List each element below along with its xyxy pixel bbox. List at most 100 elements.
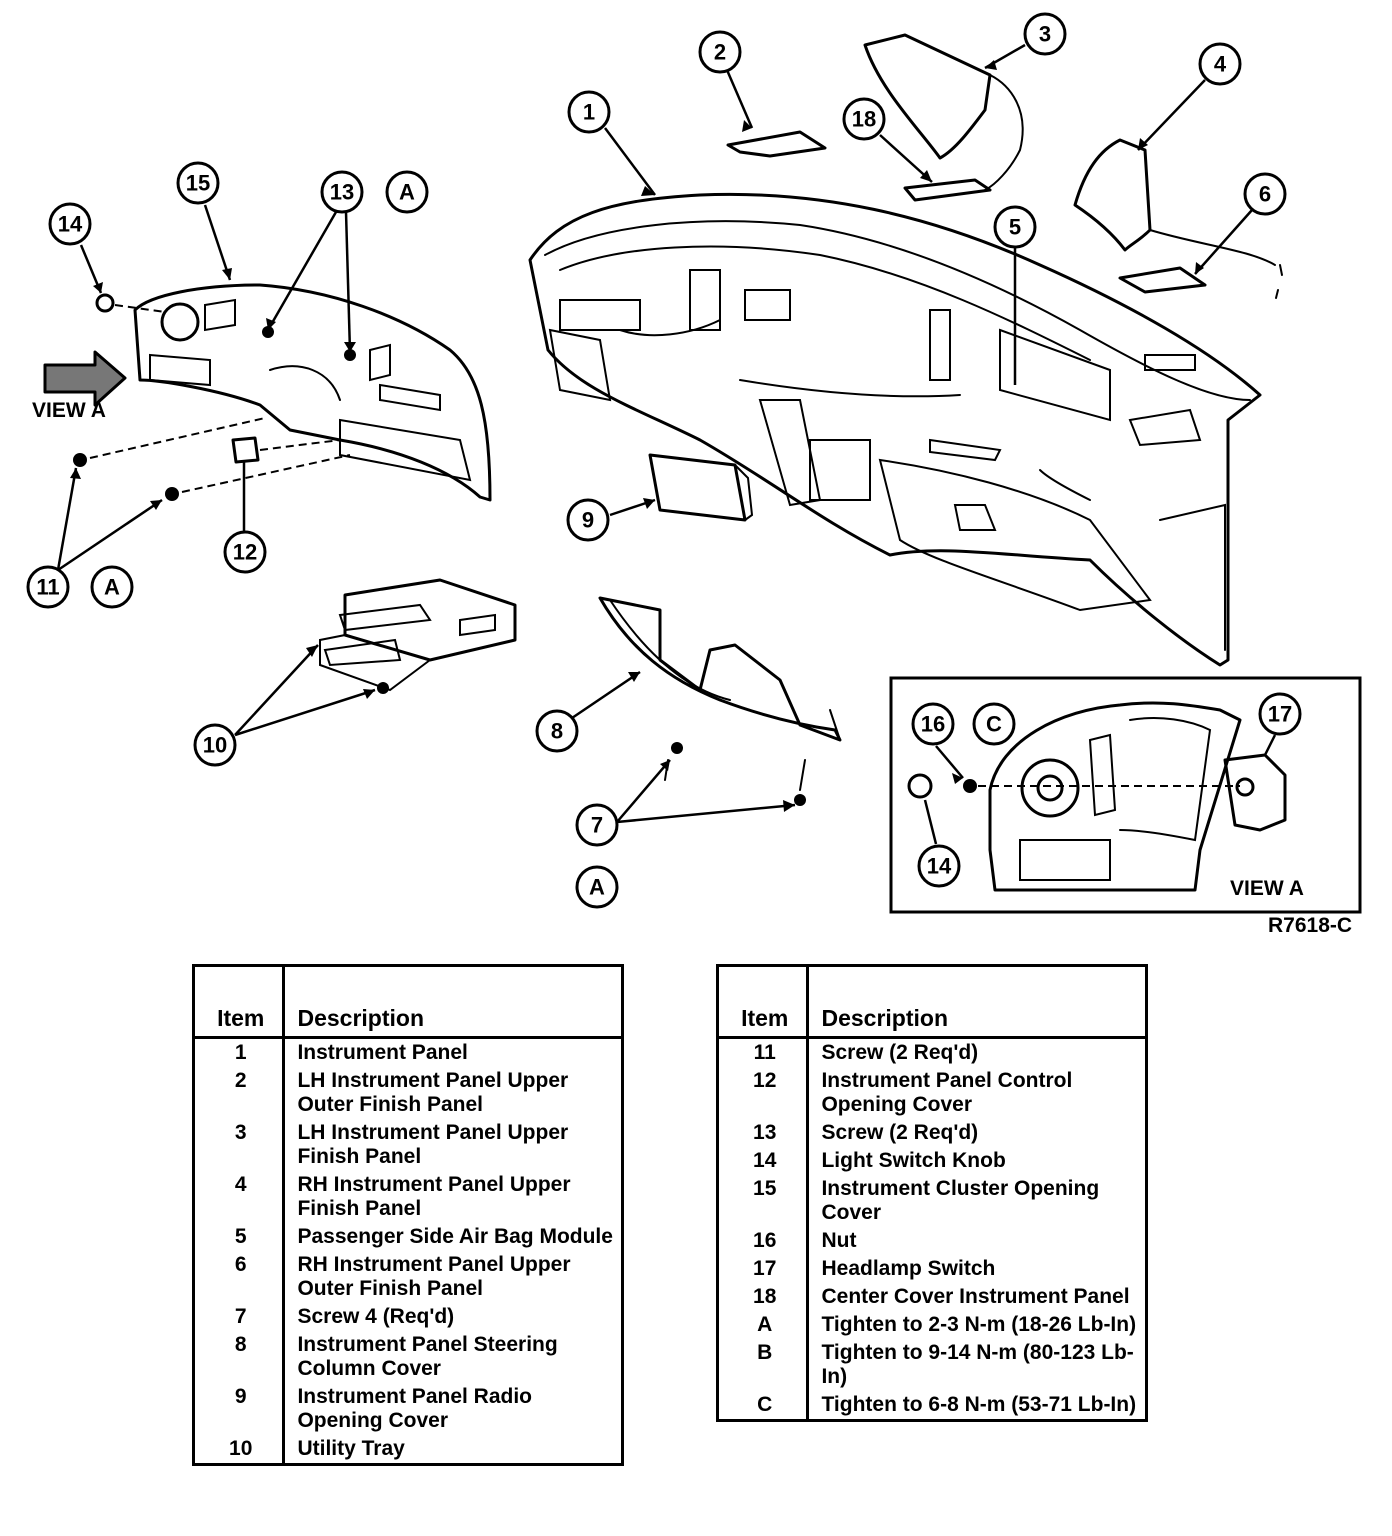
svg-text:A: A [399, 180, 415, 205]
legend-item-number: 1 [193, 1037, 286, 1067]
callout-8: 8 [535, 709, 579, 753]
legend-item-description: Instrument Panel [297, 1041, 468, 1064]
legend-item-number: 7 [193, 1303, 286, 1331]
control-opening-cover-drawing [231, 436, 260, 464]
svg-text:10: 10 [203, 733, 227, 758]
callout-1: 1 [567, 90, 611, 134]
svg-text:13: 13 [330, 180, 354, 205]
legend-item-description: Instrument Panel Steering Column Cover [297, 1333, 558, 1380]
view-a-inset-label: VIEW A [1230, 877, 1304, 900]
callout-10: 10 [193, 723, 237, 767]
legend-item-description: Passenger Side Air Bag Module [297, 1225, 613, 1248]
legend-item-description: RH Instrument Panel Upper Finish Panel [297, 1173, 571, 1220]
svg-text:11: 11 [36, 575, 59, 600]
legend-item-description: RH Instrument Panel Upper Outer Finish P… [297, 1253, 571, 1300]
leader-lines [56, 43, 1277, 845]
svg-text:C: C [986, 712, 1002, 737]
instrument-panel-drawing [528, 192, 1262, 667]
callout-6: 6 [1243, 172, 1287, 216]
description-column-header: Description [283, 965, 623, 1039]
legend-item-number: 3 [193, 1119, 286, 1171]
legend-item-number: A [717, 1311, 810, 1339]
legend-item-description: Headlamp Switch [821, 1257, 996, 1280]
callout-7: 7 [575, 803, 619, 847]
legend-item-description: Tighten to 2-3 N-m (18-26 Lb-In) [821, 1313, 1137, 1336]
legend-item-description: Screw (2 Req'd) [821, 1121, 979, 1144]
lh-upper-finish-panel-drawing [863, 33, 992, 160]
svg-text:2: 2 [714, 40, 726, 65]
callout-4: 4 [1198, 42, 1242, 86]
svg-text:17: 17 [1268, 702, 1292, 727]
radio-opening-cover-drawing [648, 453, 747, 522]
callout-9: 9 [566, 498, 610, 542]
screw-icon [671, 742, 683, 754]
exploded-view-diagram: VIEW A VIEW A R7618-C [26, 12, 1362, 937]
legend-item-description: Nut [821, 1229, 857, 1252]
callout-16: 16 [911, 702, 955, 746]
legend-item-description: Light Switch Knob [821, 1149, 1006, 1172]
callout-15: 15 [176, 161, 220, 205]
svg-text:3: 3 [1039, 22, 1051, 47]
light-switch-knob-drawing [95, 293, 115, 313]
svg-text:15: 15 [186, 171, 210, 196]
svg-text:A: A [104, 575, 120, 600]
legend-item-description: Screw 4 (Req'd) [297, 1305, 455, 1328]
view-arrow-icon [43, 350, 127, 407]
legend-item-description: Tighten to 6-8 N-m (53-71 Lb-In) [821, 1393, 1137, 1416]
legend-item-description: LH Instrument Panel Upper Outer Finish P… [297, 1069, 569, 1116]
screw-icon [165, 487, 179, 501]
svg-text:6: 6 [1259, 182, 1271, 207]
callout-14-inset: 14 [917, 844, 961, 888]
svg-text:5: 5 [1009, 215, 1021, 240]
legend-item-description: Instrument Panel Control Opening Cover [821, 1069, 1073, 1116]
legend-row: A Tighten to 2-3 N-m (18-26 Lb-In) [717, 1311, 1147, 1339]
svg-text:8: 8 [551, 719, 563, 744]
legend-item-number: 12 [717, 1067, 810, 1119]
legend-item-number: 15 [717, 1175, 810, 1227]
legend-item-number: 2 [193, 1067, 286, 1119]
legend-item-number: 4 [193, 1171, 286, 1223]
rh-upper-outer-finish-panel-drawing [1118, 266, 1207, 294]
description-column-header: Description [807, 965, 1147, 1039]
utility-tray-drawing [319, 578, 517, 694]
legend-item-description: LH Instrument Panel Upper Finish Panel [297, 1121, 569, 1168]
svg-text:12: 12 [233, 540, 257, 565]
legend-item-number: 8 [193, 1331, 286, 1383]
steering-column-cover-drawing [598, 596, 842, 742]
legend-item-number: 11 [717, 1037, 810, 1067]
legend-item-description: Center Cover Instrument Panel [821, 1285, 1130, 1308]
rh-upper-finish-panel-drawing [1073, 138, 1152, 252]
legend-item-description: Instrument Cluster Opening Cover [821, 1177, 1100, 1224]
svg-text:14: 14 [927, 854, 952, 879]
svg-text:14: 14 [58, 212, 83, 237]
instrument-cluster-opening-cover-drawing [133, 283, 492, 502]
item-column-header: Item [717, 965, 810, 1039]
legend-item-number: 6 [193, 1251, 286, 1303]
callout-17: 17 [1258, 692, 1302, 736]
item-column-header: Item [193, 965, 286, 1039]
svg-text:A: A [589, 875, 605, 900]
callout-a-top: A [385, 170, 429, 214]
legend-item-number: C [717, 1391, 810, 1421]
svg-text:18: 18 [852, 107, 876, 132]
view-a-inset: VIEW A [889, 676, 1362, 914]
legend-item-description: Instrument Panel Radio Opening Cover [297, 1385, 533, 1432]
legend-row: 1 Instrument Panel [193, 1037, 623, 1067]
svg-text:9: 9 [582, 508, 594, 533]
callout-13: 13 [320, 170, 364, 214]
legend-item-number: 9 [193, 1383, 286, 1435]
